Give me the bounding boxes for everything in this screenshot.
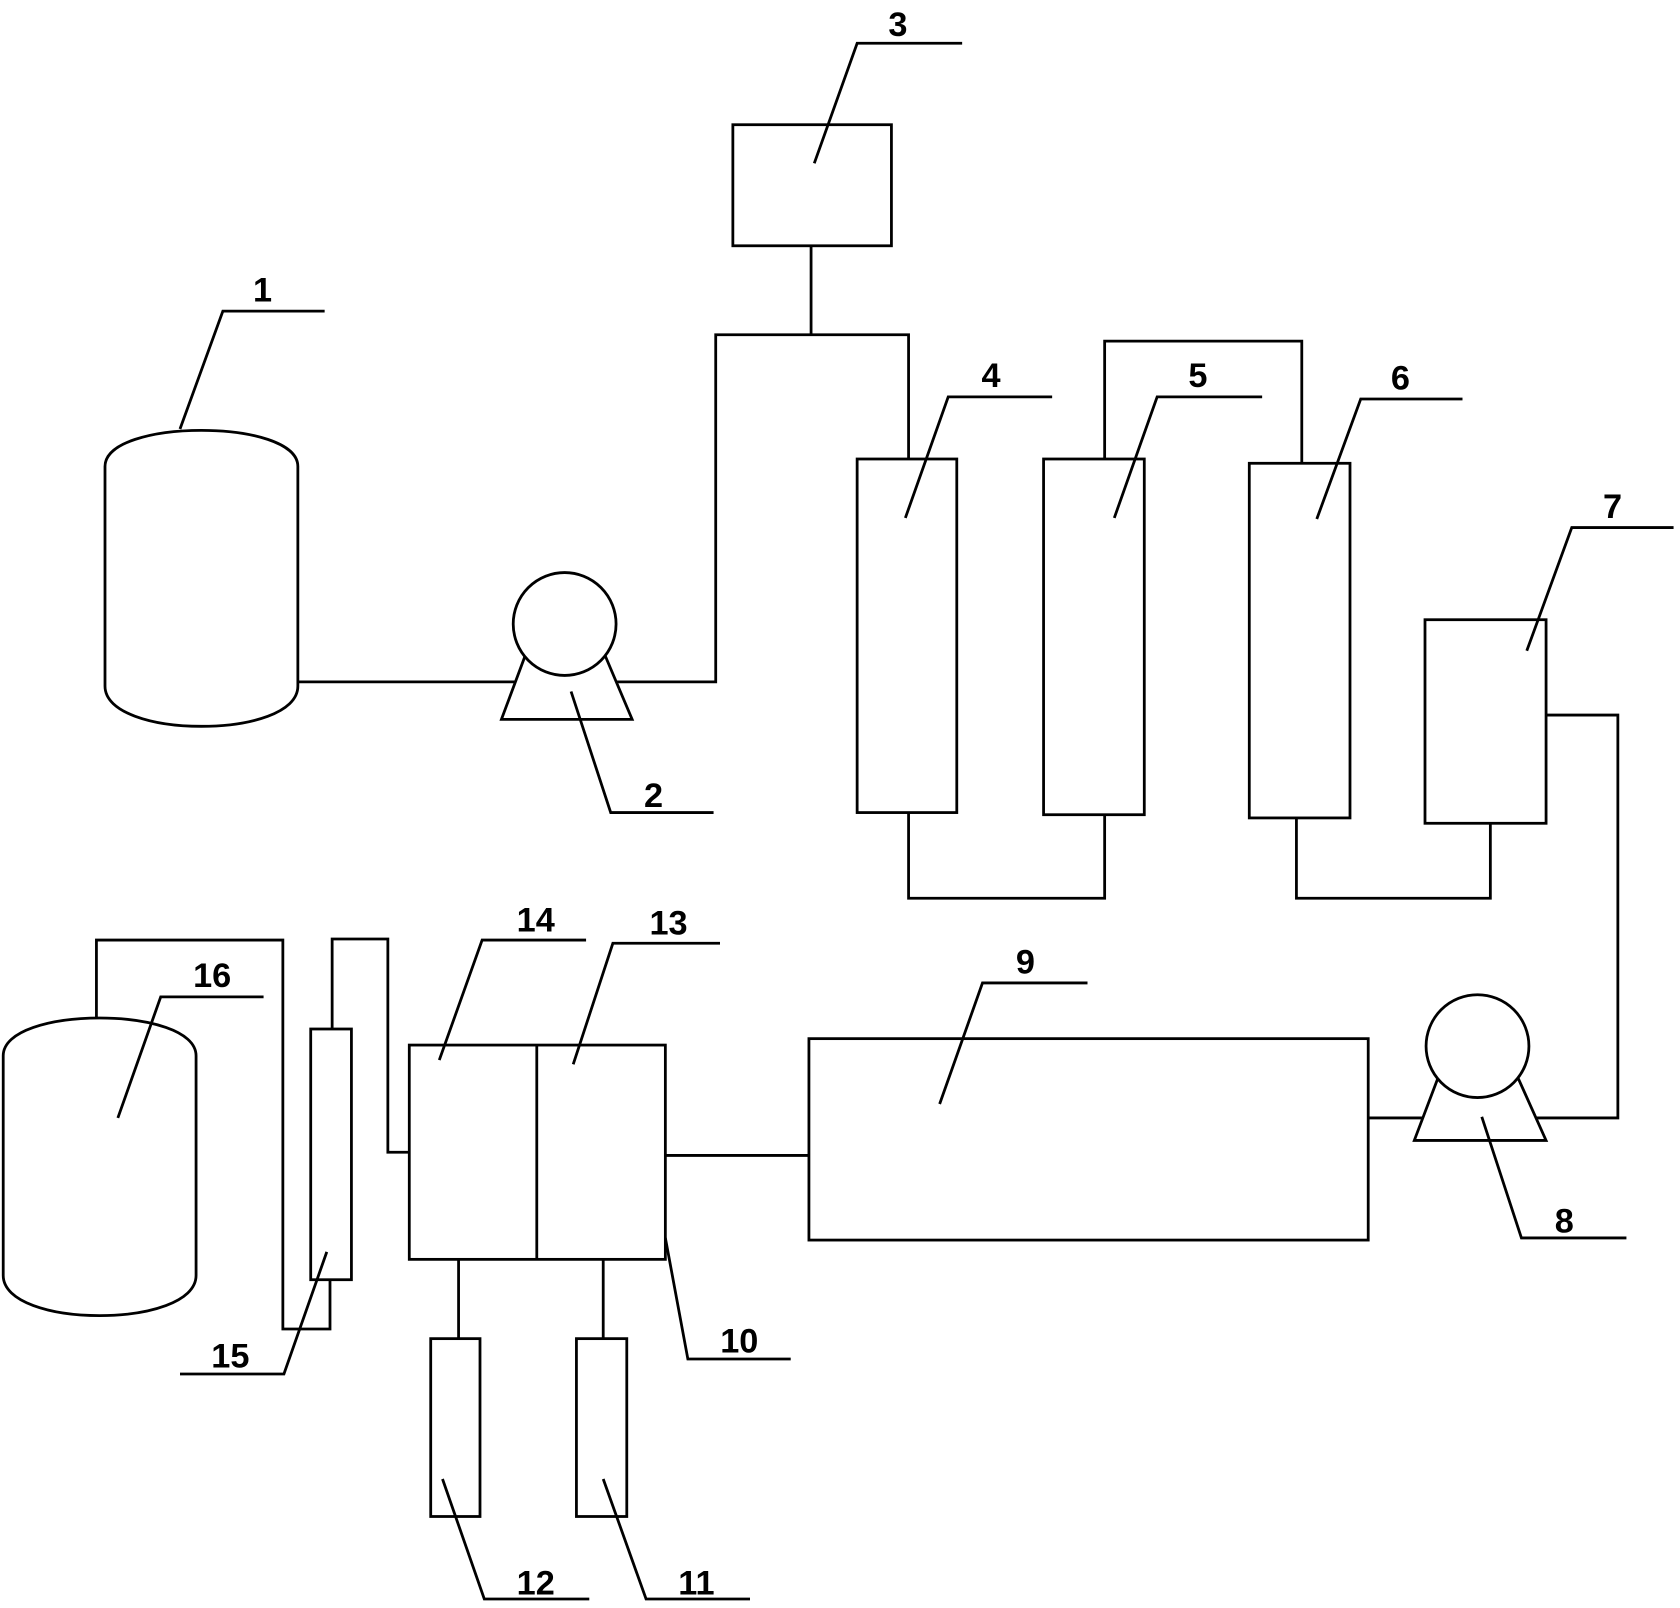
pump-8 [1412,993,1549,1142]
label-1: 1 [253,271,272,309]
leader-line-4 [904,395,1053,519]
column-6 [1247,461,1352,820]
leader-lines [116,41,1674,1601]
leader-line-12 [441,1478,590,1601]
leader-line-2 [569,691,714,814]
leader-line-16 [116,995,264,1119]
label-4: 4 [982,357,1001,395]
leader-line-5 [1112,395,1263,519]
label-11: 11 [678,1565,714,1603]
label-13: 13 [650,905,688,943]
box-3 [731,123,893,248]
label-6: 6 [1391,359,1410,397]
tube-11 [575,1337,629,1518]
unit-9 [807,1037,1370,1242]
pipe-6-to-7 [1295,817,1492,900]
pipe-5-to-6 [1103,339,1304,464]
leader-line-9 [938,981,1088,1105]
tank-1 [103,428,300,728]
leader-line-11 [601,1478,750,1601]
pump-2-base [499,655,635,721]
column-5 [1042,457,1146,817]
label-16: 16 [193,957,231,995]
unit-10 [407,1043,667,1261]
label-15: 15 [211,1338,249,1376]
leader-line-15 [180,1251,329,1376]
leader-line-1 [178,309,325,430]
pipe-2-to-4 [616,333,910,684]
column-15 [309,1027,353,1282]
leader-line-6 [1315,397,1463,520]
pipe-4-to-5 [907,812,1107,900]
pipes [95,245,1620,1339]
leader-line-3 [812,41,963,164]
pipe-10-to-15 [330,937,410,1154]
tube-12 [429,1337,482,1518]
pipe-15-to-16 [95,938,332,1331]
reference-labels: 1 2 3 4 5 6 7 8 9 10 11 12 13 14 15 16 [193,6,1622,1603]
pump-2-rotor [511,571,618,677]
tank-16 [1,1016,198,1317]
label-7: 7 [1603,488,1622,526]
box-7 [1423,618,1548,825]
leader-line-14 [437,938,587,1061]
label-14: 14 [517,902,555,940]
leader-line-7 [1525,526,1674,652]
leader-line-10 [663,1237,791,1361]
pump-8-rotor [1424,993,1531,1099]
leader-line-8 [1480,1116,1627,1240]
label-9: 9 [1016,943,1035,981]
column-4 [855,457,959,814]
pump-8-base [1412,1077,1549,1142]
label-2: 2 [644,777,663,815]
label-5: 5 [1188,357,1207,395]
pump-2 [499,571,635,721]
label-8: 8 [1555,1203,1574,1241]
label-12: 12 [517,1565,555,1603]
label-3: 3 [888,6,907,44]
label-10: 10 [720,1323,758,1361]
pipe-7-to-8 [1536,713,1620,1120]
leader-line-13 [571,941,720,1065]
